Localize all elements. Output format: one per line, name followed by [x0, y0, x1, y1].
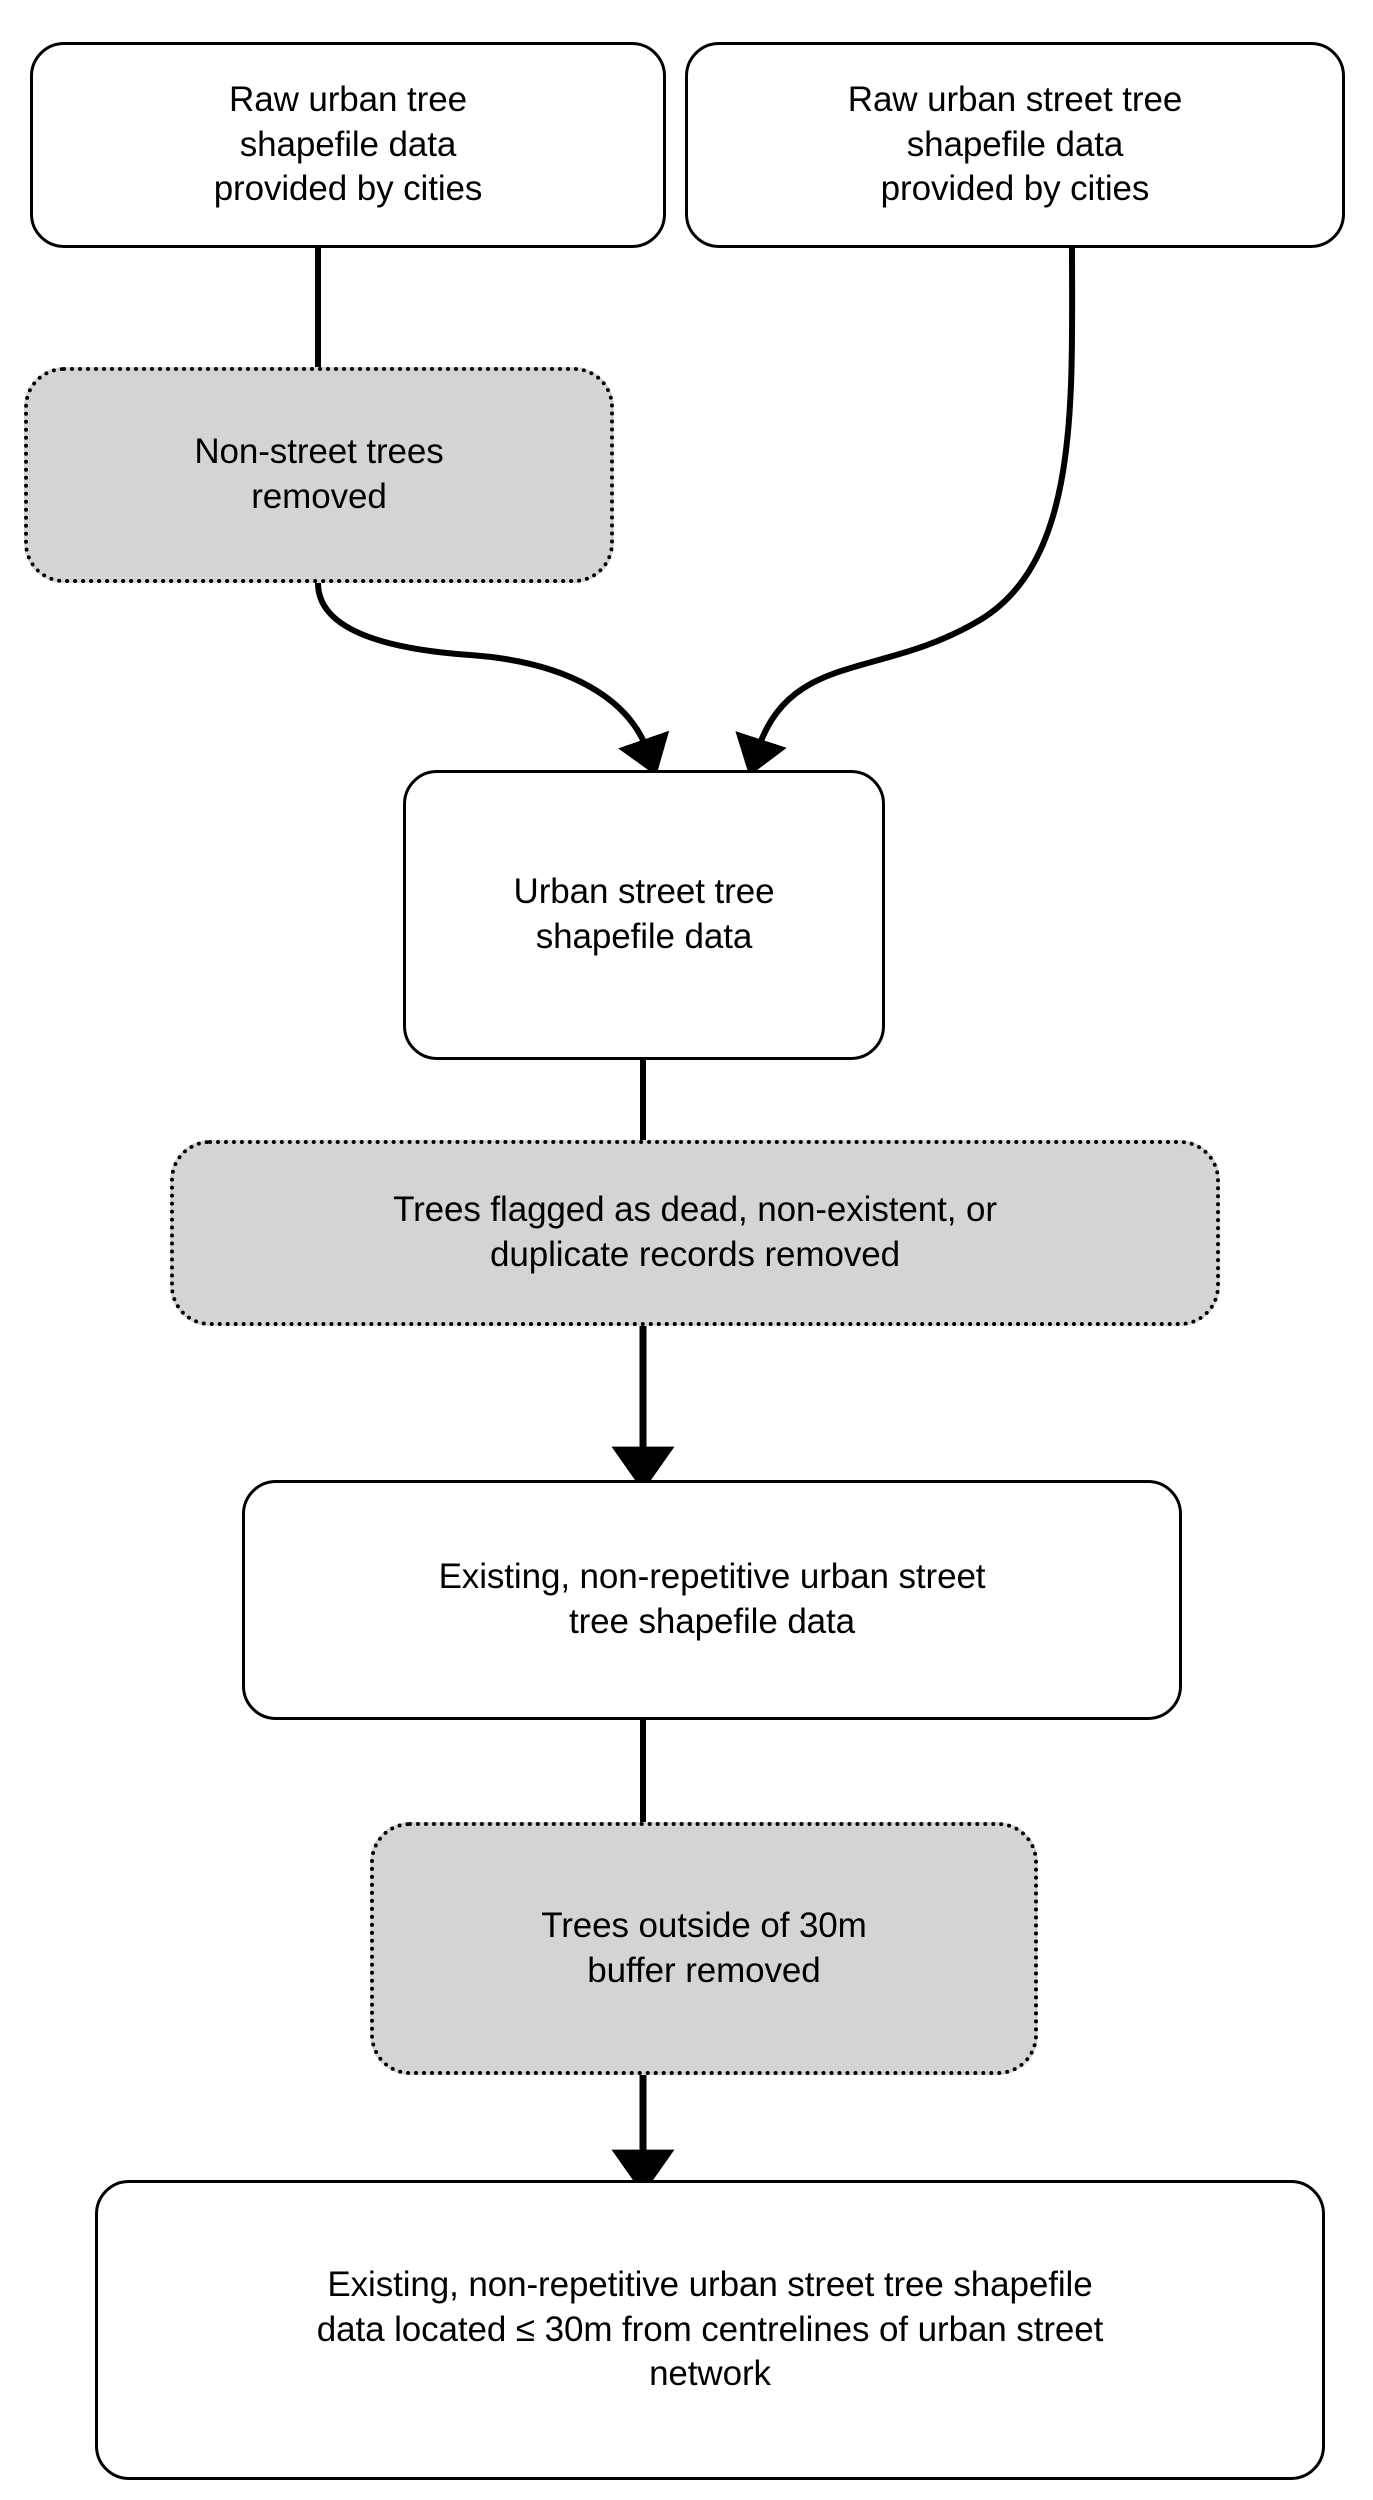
node-non-street-trees-removed[interactable]: Non-street trees removed	[24, 367, 614, 583]
node-raw-urban-tree[interactable]: Raw urban tree shapefile data provided b…	[30, 42, 666, 248]
connector-nonstreet-to-urbanstreet	[315, 582, 670, 776]
node-final-output[interactable]: Existing, non-repetitive urban street tr…	[95, 2180, 1325, 2480]
node-buffer-removed[interactable]: Trees outside of 30m buffer removed	[370, 1822, 1038, 2075]
node-dead-duplicate-removed-label: Trees flagged as dead, non-existent, or …	[393, 1190, 997, 1274]
node-final-output-label: Existing, non-repetitive urban street tr…	[316, 2264, 1104, 2394]
node-urban-street-tree-label: Urban street tree shapefile data	[513, 872, 775, 956]
node-raw-urban-street-tree[interactable]: Raw urban street tree shapefile data pro…	[685, 42, 1345, 248]
node-raw-urban-tree-label: Raw urban tree shapefile data provided b…	[213, 79, 483, 209]
node-dead-duplicate-removed[interactable]: Trees flagged as dead, non-existent, or …	[170, 1140, 1220, 1326]
node-existing-non-repetitive[interactable]: Existing, non-repetitive urban street tr…	[242, 1480, 1182, 1720]
connector-rawstreettree-to-urbanstreet	[735, 247, 1076, 776]
node-non-street-trees-removed-label: Non-street trees removed	[194, 432, 444, 516]
node-urban-street-tree[interactable]: Urban street tree shapefile data	[403, 770, 885, 1060]
node-existing-non-repetitive-label: Existing, non-repetitive urban street tr…	[438, 1557, 986, 1641]
node-buffer-removed-label: Trees outside of 30m buffer removed	[541, 1905, 867, 1990]
node-raw-urban-street-tree-label: Raw urban street tree shapefile data pro…	[847, 79, 1183, 209]
